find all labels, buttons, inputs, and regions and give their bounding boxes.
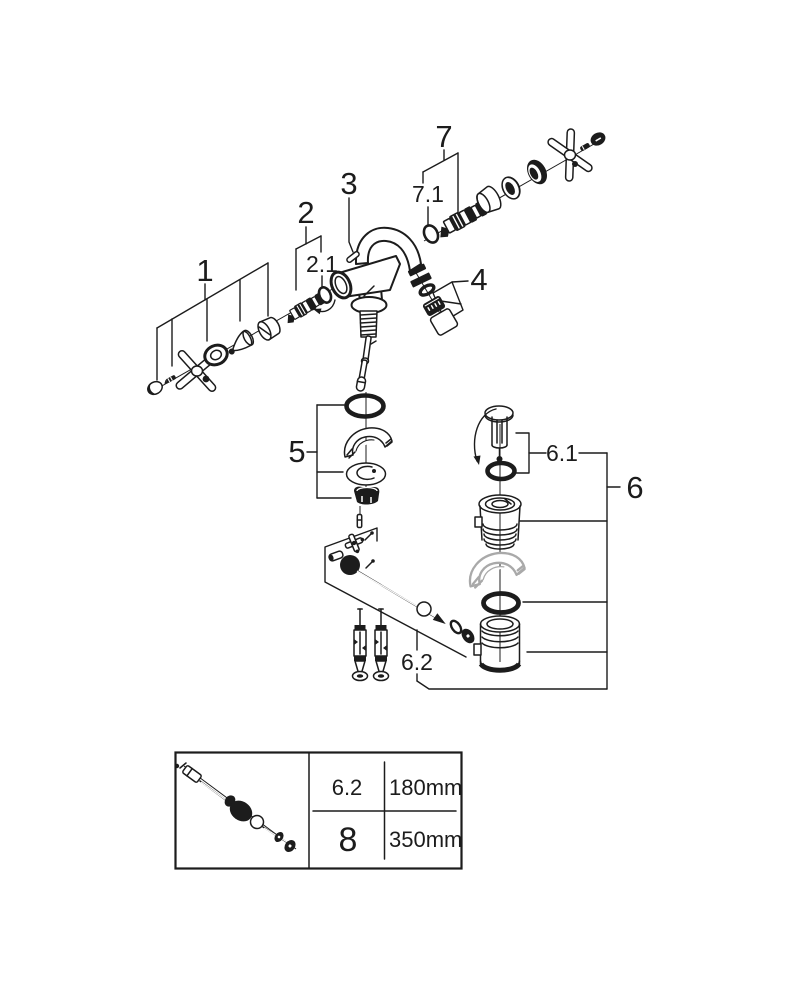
size-table: 6.2 180mm 8 350mm [174,751,463,870]
guide-screw-lower [365,559,375,569]
callout-6-bracket [519,452,621,690]
spout-lever-pin [346,250,360,264]
linkage-pin [356,513,363,529]
drain-o-ring [481,591,521,615]
linkage-group: 6.2 [324,513,608,690]
escutcheon-cap [501,176,521,200]
part-1-group: 1 [147,253,281,396]
rod-guide-cross [344,533,365,554]
part-2-group: 2 2.1 [281,195,338,326]
callout-5-bracket [306,404,352,499]
callout-3-leader [348,197,354,253]
callout-1-bracket [156,262,269,381]
callout-6-2: 6.2 [401,649,433,675]
part-4-group: 4 [418,262,488,336]
handle-screw [164,375,176,384]
mounting-o-ring [344,393,386,419]
part-5-group: 5 [288,393,393,505]
spout-end-band-2 [410,272,432,288]
callout-4: 4 [470,262,487,297]
pop-up-plug [484,405,514,462]
aerator-o-ring [418,283,436,297]
mounting-bolt-left [351,608,369,682]
rod-seal [461,628,475,644]
callout-3: 3 [340,166,357,201]
callout-6-1-bracket [515,432,608,474]
phantom-wedge [468,551,526,589]
mounting-washer [345,462,387,486]
handle-screw-cap [147,380,163,396]
handle-base-disc [526,159,548,185]
callout-5: 5 [288,434,305,469]
handle-cap-sleeve [257,316,281,341]
size-table-length-2: 350mm [389,827,462,852]
handle-cone-adapter [228,329,255,355]
o-ring-7-1 [422,224,440,244]
linkage-frame [324,527,467,658]
callout-2: 2 [297,195,314,230]
callout-6: 6 [626,470,643,505]
rod-washer [449,619,463,635]
pivot-ball [340,555,360,575]
drain-group: 6.1 [468,405,644,690]
handle-screw-cap-7 [590,132,606,146]
body-slot-mark [363,285,375,297]
guide-cylinder [328,550,344,562]
mounting-wedge [343,427,393,459]
threaded-shank [359,310,378,338]
spout-end-band-1 [407,263,427,277]
callout-1: 1 [196,253,213,288]
callout-7-bracket [422,149,459,216]
size-table-rod-drawing [174,762,297,853]
aerator-housing [429,308,459,336]
drain-flange [474,494,522,550]
o-ring-2-1 [317,286,333,304]
mousseur [422,296,446,316]
cross-handle [174,348,220,394]
tube-opening [329,270,353,300]
guide-screw-upper [364,531,374,541]
callout-6-2-bracket [416,629,608,690]
rotation-arrow-2-1 [313,299,336,315]
rotation-arrow-6-1 [473,408,497,465]
size-table-part-ref-2: 8 [339,821,358,859]
callout-7-1: 7.1 [412,181,444,207]
callout-2-1: 2.1 [306,251,338,277]
part-7-group: 7 7.1 [412,119,606,244]
size-table-length-1: 180mm [389,775,462,800]
pop-up-pull-rod [355,335,377,392]
callout-7: 7 [435,119,452,154]
sleeve-ring [476,185,502,214]
callout-6-1: 6.1 [546,440,578,466]
callout-2-bracket [295,226,322,291]
handle-screw-7 [580,143,590,151]
size-table-part-ref-1: 6.2 [332,775,363,800]
lever-rod [355,569,446,625]
explosion-centerlines [152,139,602,662]
faucet-body-group: 3 [329,166,432,392]
drain-nut-cup [473,615,522,673]
mounting-bolt-right [372,608,390,682]
mounting-nut [354,486,380,505]
handle-ring [203,343,229,367]
cross-handle-7 [545,128,595,182]
plug-o-ring [485,460,517,482]
